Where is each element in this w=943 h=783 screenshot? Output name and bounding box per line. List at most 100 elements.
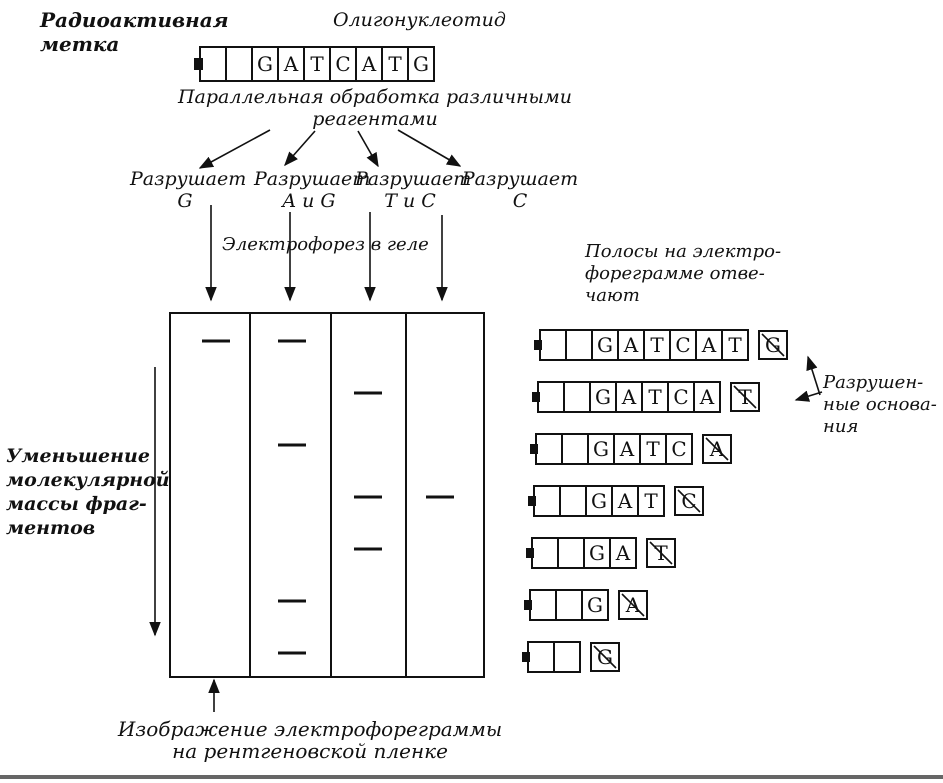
reagent-arrow-g (198, 129, 271, 169)
fragment-base-letter: A (701, 333, 717, 357)
strike-line (649, 541, 673, 565)
destroyed-base-cell (702, 434, 732, 464)
oligo-base-cell (407, 46, 435, 82)
strike-line (705, 437, 729, 461)
label-cell (535, 433, 563, 465)
label-cell (537, 381, 565, 413)
strike-line (677, 489, 701, 513)
radioactive-marker (528, 496, 536, 506)
fragment-base-letter: G (593, 437, 609, 461)
fragment-base-letter: C (673, 385, 688, 409)
blank-cell (561, 433, 589, 465)
fragment-base-letter: T (728, 333, 742, 357)
label-cell (529, 589, 557, 621)
bottom-border (0, 775, 943, 779)
label-cell (527, 641, 555, 673)
strike-line (733, 385, 757, 409)
destroyed-arrow-1 (794, 390, 823, 402)
destroyed-base-cell (730, 382, 760, 412)
fragment-row: GA (524, 589, 648, 621)
label-cell (539, 329, 567, 361)
fragment-base-letter: C (675, 333, 690, 357)
fragment-base-letter: T (648, 385, 662, 409)
fragment-base-cell (581, 589, 609, 621)
oligo-base-letter: A (283, 52, 299, 76)
fragment-base-letter: A (623, 333, 639, 357)
blank-cell (225, 46, 253, 82)
fragment-base-letter: G (595, 385, 611, 409)
oligo-base-letter: C (335, 52, 350, 76)
destroyed-bases-label: Разрушен-ные основа-ния (823, 372, 937, 437)
destroyed-base-cell (758, 330, 788, 360)
radioactive-marker (530, 444, 538, 454)
blank-cell (557, 537, 585, 569)
destroyed-base-cell (590, 642, 620, 672)
fragment-base-letter: C (671, 437, 686, 461)
radioactive-marker (524, 600, 532, 610)
strike-line (761, 333, 785, 357)
reagent-arrow-c (397, 129, 462, 167)
fragment-base-cell (609, 537, 637, 569)
gel-image (169, 312, 485, 678)
fragment-base-letter: A (699, 385, 715, 409)
fragment-base-letter: G (587, 593, 603, 617)
radioactive-marker (522, 652, 530, 662)
radioactive-marker (526, 548, 534, 558)
oligo-base-letter: T (310, 52, 324, 76)
reagent-arrow-tc (357, 130, 379, 168)
oligo-base-letter: A (361, 52, 377, 76)
blank-cell (553, 641, 581, 673)
fragment-base-cell (637, 485, 665, 517)
fragment-base-letter: G (591, 489, 607, 513)
fragment-base-cell (721, 329, 749, 361)
oligo-base-letter: T (388, 52, 402, 76)
label-cell (533, 485, 561, 517)
blank-cell (565, 329, 593, 361)
oligonucleotide-label: Олигонуклеотид (333, 9, 506, 31)
blank-cell (563, 381, 591, 413)
fragment-base-letter: G (589, 541, 605, 565)
fragment-base-letter: A (617, 489, 633, 513)
oligo-base-letter: G (413, 52, 429, 76)
destroyed-base-cell (674, 486, 704, 516)
oligo-base-letter: G (257, 52, 273, 76)
gel-frame (169, 312, 485, 678)
label-cell (531, 537, 559, 569)
fragment-row: GAT (526, 537, 676, 569)
strike-line (593, 645, 617, 669)
destroyed-base-cell (646, 538, 676, 568)
blank-cell (555, 589, 583, 621)
bands-correspond-label: Полосы на электро-фореграмме отве-чают (585, 241, 782, 306)
fragment-base-letter: T (644, 489, 658, 513)
fragment-base-letter: A (621, 385, 637, 409)
strike-line (621, 593, 645, 617)
reagent-arrow-ag (284, 130, 316, 167)
electrophoresis-label: Электрофорез в геле (222, 234, 429, 255)
fragment-base-cell (665, 433, 693, 465)
destroyed-arrow-2 (806, 355, 821, 396)
fragment-base-letter: G (597, 333, 613, 357)
fragment-base-letter: T (646, 437, 660, 461)
radioactive-marker (534, 340, 542, 350)
destroyed-base-cell (618, 590, 648, 620)
fragment-row: G (522, 641, 620, 673)
fragment-base-letter: A (615, 541, 631, 565)
radioactive-marker (532, 392, 540, 402)
blank-cell (559, 485, 587, 517)
arrows (149, 129, 823, 712)
